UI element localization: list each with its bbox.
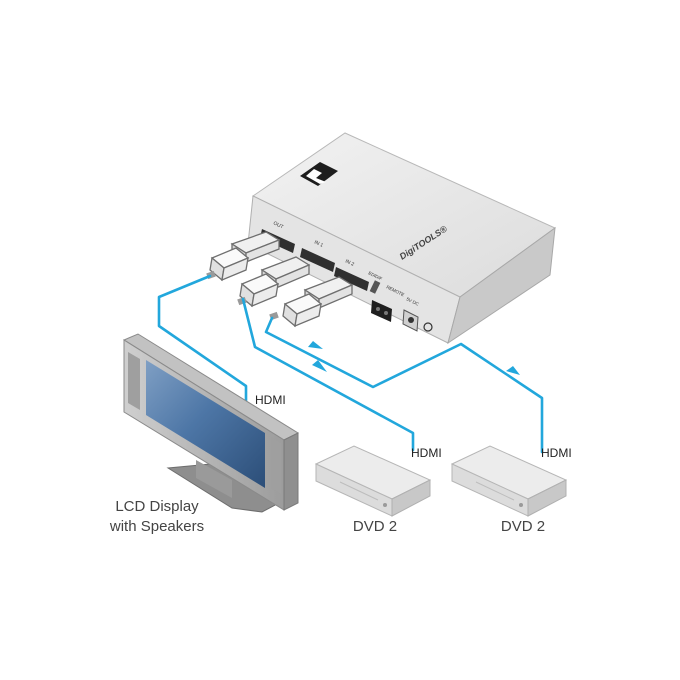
cables: [157, 274, 544, 454]
hdmi-label-display: HDMI: [255, 393, 286, 407]
port-edid-label: EDID/F: [368, 270, 384, 281]
dvd-player-a: [314, 445, 432, 517]
hdmi-label-dvd-b: HDMI: [541, 446, 572, 460]
dvd-b-label: DVD 2: [500, 518, 546, 535]
kramer-logo: [300, 162, 338, 186]
lcd-label-line2: with Speakers: [109, 518, 205, 535]
port-in1-label: IN 1: [313, 239, 324, 249]
hdmi-plug-in2: [269, 276, 354, 328]
port-out-label: OUT: [272, 220, 284, 230]
port-in2-label: IN 2: [344, 258, 355, 268]
arrow-dvd-b: [506, 366, 520, 375]
cable-dvd-a-to-in1: [241, 297, 415, 452]
port-in1: IN 1: [300, 239, 335, 272]
device-side-face: [447, 226, 556, 345]
power-jack: 5V DC: [402, 296, 433, 332]
cable-out-to-display: [157, 274, 248, 404]
power-icon: [423, 322, 433, 332]
port-power-label: 5V DC: [406, 296, 421, 307]
edid-switch: EDID/F: [368, 270, 384, 294]
lcd-display: [122, 333, 300, 513]
cable-dvd-b-to-in2: [264, 316, 544, 454]
arrow-in2: [308, 341, 323, 349]
hdmi-label-dvd-a: HDMI: [411, 446, 442, 460]
digitools-switcher: DigiTOOLS® OUT IN 1 IN 2 EDID/F REMOTE 5: [247, 132, 556, 345]
dvd-a-label: DVD 2: [352, 518, 398, 535]
lcd-label-line1: LCD Display: [115, 498, 199, 515]
lcd-display-label: LCD Display with Speakers: [92, 497, 222, 537]
hdmi-plug-in1: [237, 256, 311, 308]
dvd-player-b: [450, 445, 568, 517]
hdmi-plug-out: [206, 231, 281, 282]
signal-arrows: [308, 341, 520, 375]
display-screen: [146, 360, 265, 488]
port-in2: IN 2: [334, 258, 369, 291]
arrow-in1: [312, 360, 327, 372]
